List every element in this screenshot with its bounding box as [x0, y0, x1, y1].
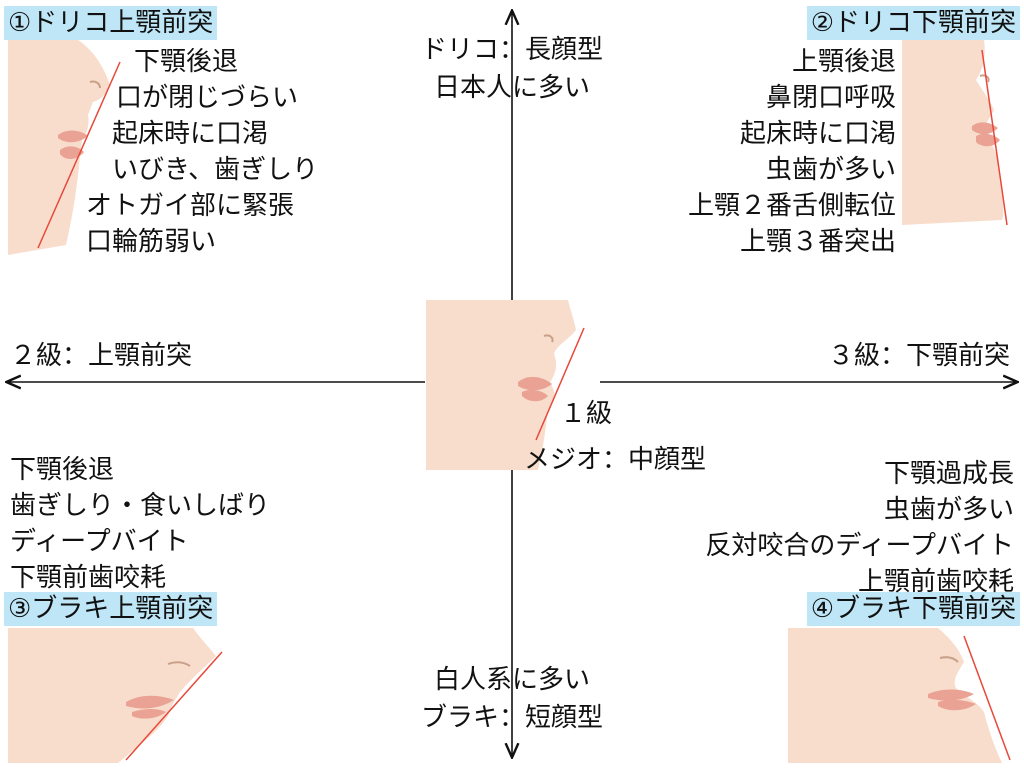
face-profile-q4: [788, 628, 1011, 763]
axis-top-label-2: 日本人に多い: [433, 73, 590, 103]
q4-trait: 下顎過成長: [883, 459, 1014, 489]
q1-trait: 起床時に口渇: [112, 119, 269, 149]
q1-trait: オトガイ部に緊張: [86, 191, 295, 221]
axis-right-label: ３級：下顎前突: [827, 341, 1010, 371]
q4-trait: 虫歯が多い: [883, 495, 1014, 525]
q2-trait: 虫歯が多い: [765, 155, 896, 185]
q1-trait: 口輪筋弱い: [86, 227, 217, 257]
q2-title: ②ドリコ下顎前突: [806, 6, 1020, 40]
face-profile-q2: [902, 40, 1008, 225]
face-profile-q1: [8, 40, 121, 255]
q3-trait: 下顎前歯咬耗: [10, 563, 167, 593]
q3-title: ③ブラキ上顎前突: [4, 592, 218, 626]
face-profile-center: [426, 300, 585, 470]
center-class-label: １級: [560, 399, 613, 429]
q2-trait: 上顎２番舌側転位: [687, 191, 896, 221]
q3-trait: 歯ぎしり・食いしばり: [10, 491, 271, 521]
q4-trait: 反対咬合のディープバイト: [705, 531, 1014, 561]
axis-top-label-1: ドリコ：長顔型: [420, 35, 603, 65]
q2-trait: 鼻閉口呼吸: [765, 83, 896, 113]
q2-trait: 上顎３番突出: [739, 227, 896, 257]
q3-trait: 下顎後退: [10, 455, 115, 485]
axis-bottom-label-2: ブラキ：短顔型: [420, 703, 603, 733]
q3-trait: ディープバイト: [10, 527, 189, 557]
q4-trait: 上顎前歯咬耗: [857, 567, 1014, 597]
q1-title: ①ドリコ上顎前突: [4, 6, 218, 40]
q4-traits: 下顎過成長 虫歯が多い 反対咬合のディープバイト 上顎前歯咬耗: [705, 456, 1014, 600]
face-profile-q3: [8, 628, 223, 763]
axis-bottom-label-1: 白人系に多い: [433, 665, 590, 695]
q2-trait: 起床時に口渇: [739, 119, 896, 149]
axis-left-label: ２級：上顎前突: [10, 341, 193, 371]
q1-trait: いびき、歯ぎしり: [112, 155, 319, 185]
center-type-label: メジオ：中顔型: [524, 445, 707, 475]
q1-trait: 口が閉じづらい: [116, 83, 299, 113]
q2-traits: 上顎後退 鼻閉口呼吸 起床時に口渇 虫歯が多い 上顎２番舌側転位 上顎３番突出: [688, 44, 896, 260]
q4-title: ④ブラキ下顎前突: [806, 592, 1020, 626]
q3-traits: 下顎後退 歯ぎしり・食いしばり ディープバイト 下顎前歯咬耗: [10, 452, 270, 596]
q2-trait: 上顎後退: [791, 47, 896, 77]
q1-trait: 下顎後退: [134, 47, 239, 77]
